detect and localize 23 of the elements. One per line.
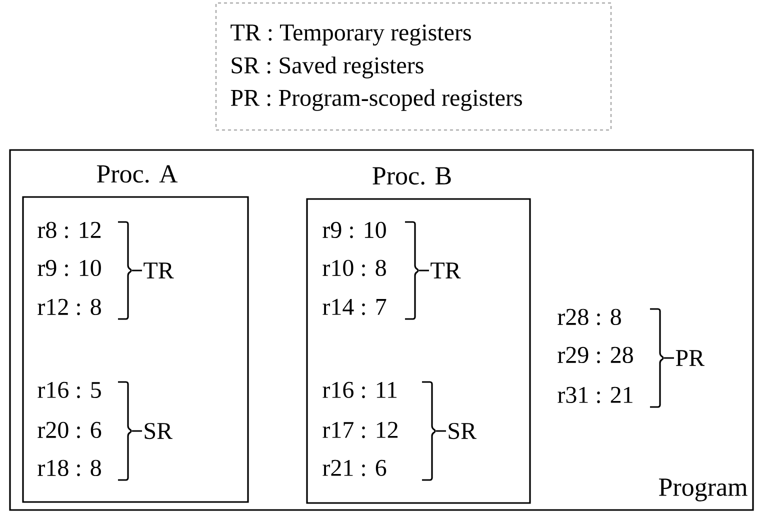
group-label: TR <box>144 262 174 278</box>
register-value: r29 : 28 <box>558 346 633 364</box>
register-value: r18 : 8 <box>38 460 101 476</box>
register-value: r8 : 12 <box>38 222 101 238</box>
register-value: r9 : 10 <box>322 222 386 238</box>
register-value: r14 : 7 <box>322 298 386 316</box>
register-value: r10 : 8 <box>322 260 386 276</box>
register-value: r28 : 8 <box>558 308 621 326</box>
register-value: r17 : 12 <box>322 422 398 438</box>
register-value: r16 : 11 <box>322 382 397 398</box>
register-value: r12 : 8 <box>38 298 101 316</box>
register-value: r9 : 10 <box>38 260 101 276</box>
register-value: r21 : 6 <box>322 460 386 476</box>
register-value: r16 : 5 <box>38 382 101 398</box>
group-label: PR <box>676 350 705 366</box>
legend-box: TR : Temporary registers SR : Saved registers PR : Program-scoped registers <box>216 2 612 130</box>
register-value: r20 : 6 <box>38 422 102 438</box>
group-label: TR <box>430 262 461 278</box>
group-label: SR <box>448 422 477 440</box>
node-label: Proc. B <box>372 167 451 185</box>
group-label: SR <box>144 422 172 440</box>
register-value: r31 : 21 <box>558 386 632 404</box>
node-label: Proc. A <box>96 165 178 183</box>
